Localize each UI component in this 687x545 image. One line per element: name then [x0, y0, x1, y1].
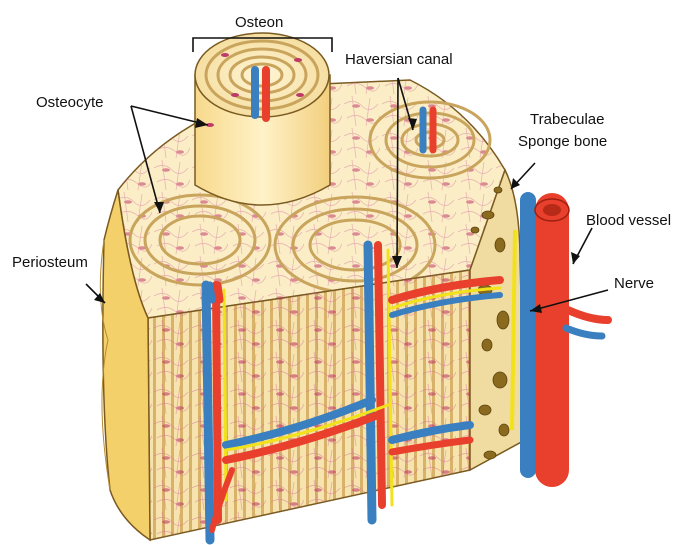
label-nerve: Nerve — [614, 275, 654, 293]
blood-vessel-main — [512, 199, 608, 470]
osteon-cylinder — [195, 33, 330, 205]
label-haversian-canal: Haversian canal — [345, 51, 453, 69]
haversian-arrow-2 — [397, 78, 398, 268]
label-blood-vessel: Blood vessel — [586, 212, 671, 230]
label-osteocyte: Osteocyte — [36, 94, 104, 112]
label-trabeculae: Trabeculae — [530, 111, 605, 129]
label-periosteum: Periosteum — [12, 254, 88, 272]
label-sponge-bone: Sponge bone — [518, 133, 607, 151]
label-osteon: Osteon — [235, 14, 283, 32]
